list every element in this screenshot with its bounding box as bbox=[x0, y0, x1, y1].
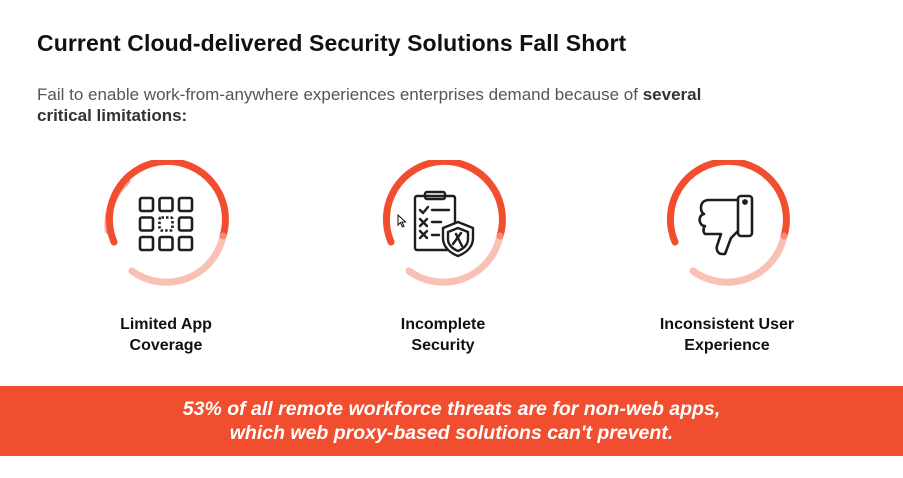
card-label: Inconsistent User Experience bbox=[612, 314, 842, 356]
card-label: Limited App Coverage bbox=[51, 314, 281, 356]
card-label-line2: Experience bbox=[684, 337, 770, 354]
ring bbox=[663, 160, 791, 288]
progress-ring-icon bbox=[666, 160, 790, 286]
card-label-line1: Incomplete bbox=[400, 316, 486, 333]
subtitle-text: Fail to enable work-from-anywhere experi… bbox=[37, 85, 643, 104]
app-grid-icon bbox=[138, 196, 194, 252]
card-label-line1: Limited App bbox=[120, 316, 212, 333]
thumbs-down-icon bbox=[698, 194, 754, 256]
card-label: Incomplete Security bbox=[328, 314, 558, 356]
subtitle-bold-text: several critical limitations: bbox=[37, 85, 702, 125]
card-incomplete-security: Incomplete Security bbox=[328, 160, 558, 360]
card-limited-app-coverage: Limited App Coverage bbox=[51, 160, 281, 360]
mouse-cursor-icon bbox=[397, 214, 407, 228]
card-label-line1: Inconsistent User bbox=[659, 316, 795, 333]
progress-ring-icon bbox=[382, 160, 506, 286]
statistic-banner: 53% of all remote workforce threats are … bbox=[0, 386, 903, 456]
progress-ring-icon bbox=[104, 160, 229, 286]
banner-line2: which web proxy-based solutions can't pr… bbox=[229, 422, 674, 444]
ring bbox=[102, 160, 230, 288]
slide-title: Current Cloud-delivered Security Solutio… bbox=[37, 30, 627, 56]
ring bbox=[379, 160, 507, 288]
banner-line1: 53% of all remote workforce threats are … bbox=[182, 398, 721, 420]
card-label-line2: Coverage bbox=[129, 337, 203, 354]
card-inconsistent-user-experience: Inconsistent User Experience bbox=[612, 160, 842, 360]
slide-subtitle: Fail to enable work-from-anywhere experi… bbox=[37, 84, 737, 126]
security-checklist-shield-icon bbox=[413, 190, 475, 258]
card-label-line2: Security bbox=[411, 337, 475, 354]
